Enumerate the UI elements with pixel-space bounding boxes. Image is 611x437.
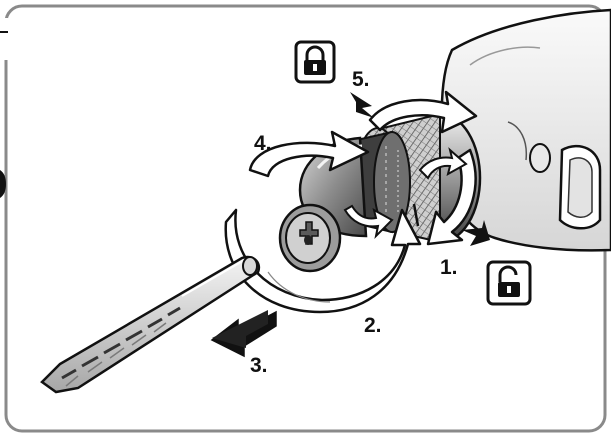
- step-label-2: 2.: [364, 314, 382, 337]
- step-label-3: 3.: [250, 354, 268, 377]
- step-label-5: 5.: [352, 68, 370, 91]
- step-label-1: 1.: [440, 256, 458, 279]
- step-label-4: 4.: [254, 132, 272, 155]
- sleeve-twist-arrows: [343, 147, 468, 240]
- padlock-open-icon: [486, 260, 532, 306]
- pointer-arrow-step1: [462, 220, 490, 246]
- frame-edge-mark: [0, 170, 6, 198]
- padlock-closed-icon: [294, 40, 336, 84]
- insert-arrow-body: [212, 310, 268, 348]
- pointer-arrow-step5: [350, 92, 374, 118]
- drill-body: [440, 8, 611, 252]
- rotation-arrow-rear: [368, 90, 478, 246]
- rotation-arrow-front: [224, 130, 422, 314]
- drill-bit: [40, 255, 261, 394]
- frame-edge-tab: [0, 18, 8, 60]
